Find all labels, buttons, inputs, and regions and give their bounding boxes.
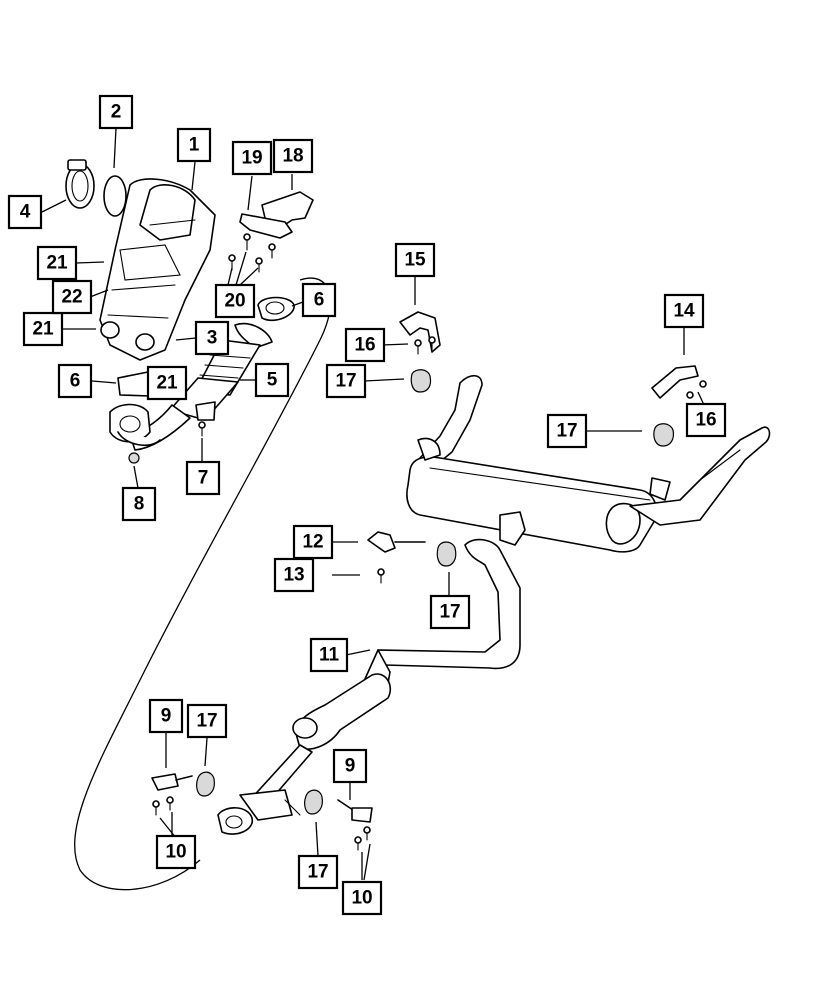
svg-text:21: 21 xyxy=(156,373,178,394)
callout-17-middle: 17 xyxy=(429,594,471,630)
bolts-20-part xyxy=(228,233,276,273)
hanger-12-part xyxy=(367,531,426,553)
svg-text:14: 14 xyxy=(673,301,695,322)
svg-text:20: 20 xyxy=(224,291,245,312)
svg-text:11: 11 xyxy=(319,645,340,666)
callout-9-right: 9 xyxy=(332,748,368,784)
resonator-part xyxy=(217,673,392,835)
callout-14: 14 xyxy=(663,293,705,329)
rear-muffler-part xyxy=(406,374,771,553)
bracket-9-right-part xyxy=(337,799,373,851)
callout-15: 15 xyxy=(394,242,436,278)
bracket-part xyxy=(239,213,293,239)
callout-3: 3 xyxy=(194,320,230,356)
callout-20: 20 xyxy=(214,283,256,319)
svg-text:17: 17 xyxy=(335,371,356,392)
svg-text:15: 15 xyxy=(404,250,426,271)
catalytic-converter-part xyxy=(99,178,216,361)
callout-10-left: 10 xyxy=(155,834,197,870)
bolt-16-right-part xyxy=(699,380,707,388)
callout-5: 5 xyxy=(254,362,290,398)
insulator-17-lower-right-part xyxy=(304,789,323,815)
callout-18: 18 xyxy=(272,138,314,174)
svg-text:1: 1 xyxy=(189,135,200,156)
svg-text:21: 21 xyxy=(32,319,54,340)
insulator-17-lower-left-part xyxy=(196,771,215,797)
callout-21-top: 21 xyxy=(36,245,78,281)
nut-8-part xyxy=(128,452,140,464)
callout-9-left: 9 xyxy=(148,698,184,734)
insulator-17-right-part xyxy=(653,423,675,447)
front-pipe-part xyxy=(129,323,273,451)
callout-17-lower-left: 17 xyxy=(186,703,228,739)
callout-7: 7 xyxy=(185,460,221,496)
callout-17-lower-right: 17 xyxy=(297,854,339,890)
bracket-15-part xyxy=(399,311,441,353)
callout-17-upper: 17 xyxy=(325,363,367,399)
callout-8: 8 xyxy=(121,486,157,522)
bolts-16-upper-part xyxy=(414,336,436,355)
gasket-ring-part xyxy=(103,175,127,217)
callout-21-lower: 21 xyxy=(22,311,64,347)
svg-text:17: 17 xyxy=(556,421,577,442)
bracket-9-left-part xyxy=(151,773,193,816)
bolt-7-part xyxy=(195,401,216,437)
callout-19: 19 xyxy=(231,140,273,176)
svg-text:10: 10 xyxy=(351,888,372,909)
svg-text:3: 3 xyxy=(207,328,218,349)
callout-16-right: 16 xyxy=(685,402,727,438)
bracket-14-part xyxy=(651,365,699,399)
lower-flange-part xyxy=(109,403,161,447)
callout-6-upper: 6 xyxy=(301,282,337,318)
svg-text:5: 5 xyxy=(267,370,278,391)
callout-4: 4 xyxy=(7,194,43,230)
svg-text:16: 16 xyxy=(354,335,375,356)
svg-text:6: 6 xyxy=(314,290,325,311)
svg-text:9: 9 xyxy=(345,756,356,777)
svg-text:22: 22 xyxy=(61,287,82,308)
callout-21-middle: 21 xyxy=(146,365,188,401)
clamp-part xyxy=(65,159,95,209)
svg-text:17: 17 xyxy=(196,711,217,732)
bolt-13-part xyxy=(377,568,385,584)
insulator-17-middle-part xyxy=(436,541,457,567)
callout-22: 22 xyxy=(51,279,93,315)
svg-text:21: 21 xyxy=(46,253,68,274)
svg-text:17: 17 xyxy=(439,602,460,623)
assembly-outline-curve xyxy=(74,277,332,891)
svg-text:12: 12 xyxy=(302,532,323,553)
callout-17-right: 17 xyxy=(546,413,588,449)
insulator-17-upper-part xyxy=(410,369,432,393)
gasket-upper-part xyxy=(257,296,295,322)
callout-2: 2 xyxy=(98,94,134,130)
callout-1: 1 xyxy=(176,127,212,163)
svg-text:9: 9 xyxy=(161,706,172,727)
svg-text:13: 13 xyxy=(283,565,304,586)
callout-10-right: 10 xyxy=(341,880,383,916)
svg-text:10: 10 xyxy=(165,842,186,863)
callout-16-left: 16 xyxy=(344,327,386,363)
callout-11: 11 xyxy=(309,637,349,673)
svg-text:16: 16 xyxy=(695,410,716,431)
svg-text:6: 6 xyxy=(70,371,81,392)
leader-lines xyxy=(41,127,705,881)
svg-text:19: 19 xyxy=(241,148,262,169)
callout-12: 12 xyxy=(292,524,334,560)
svg-text:17: 17 xyxy=(307,862,328,883)
svg-text:2: 2 xyxy=(111,102,122,123)
svg-text:4: 4 xyxy=(20,202,31,223)
svg-text:8: 8 xyxy=(134,494,145,515)
callout-13: 13 xyxy=(273,557,315,593)
callout-6-lower: 6 xyxy=(57,363,93,399)
svg-text:18: 18 xyxy=(282,146,303,167)
svg-text:7: 7 xyxy=(198,468,209,489)
